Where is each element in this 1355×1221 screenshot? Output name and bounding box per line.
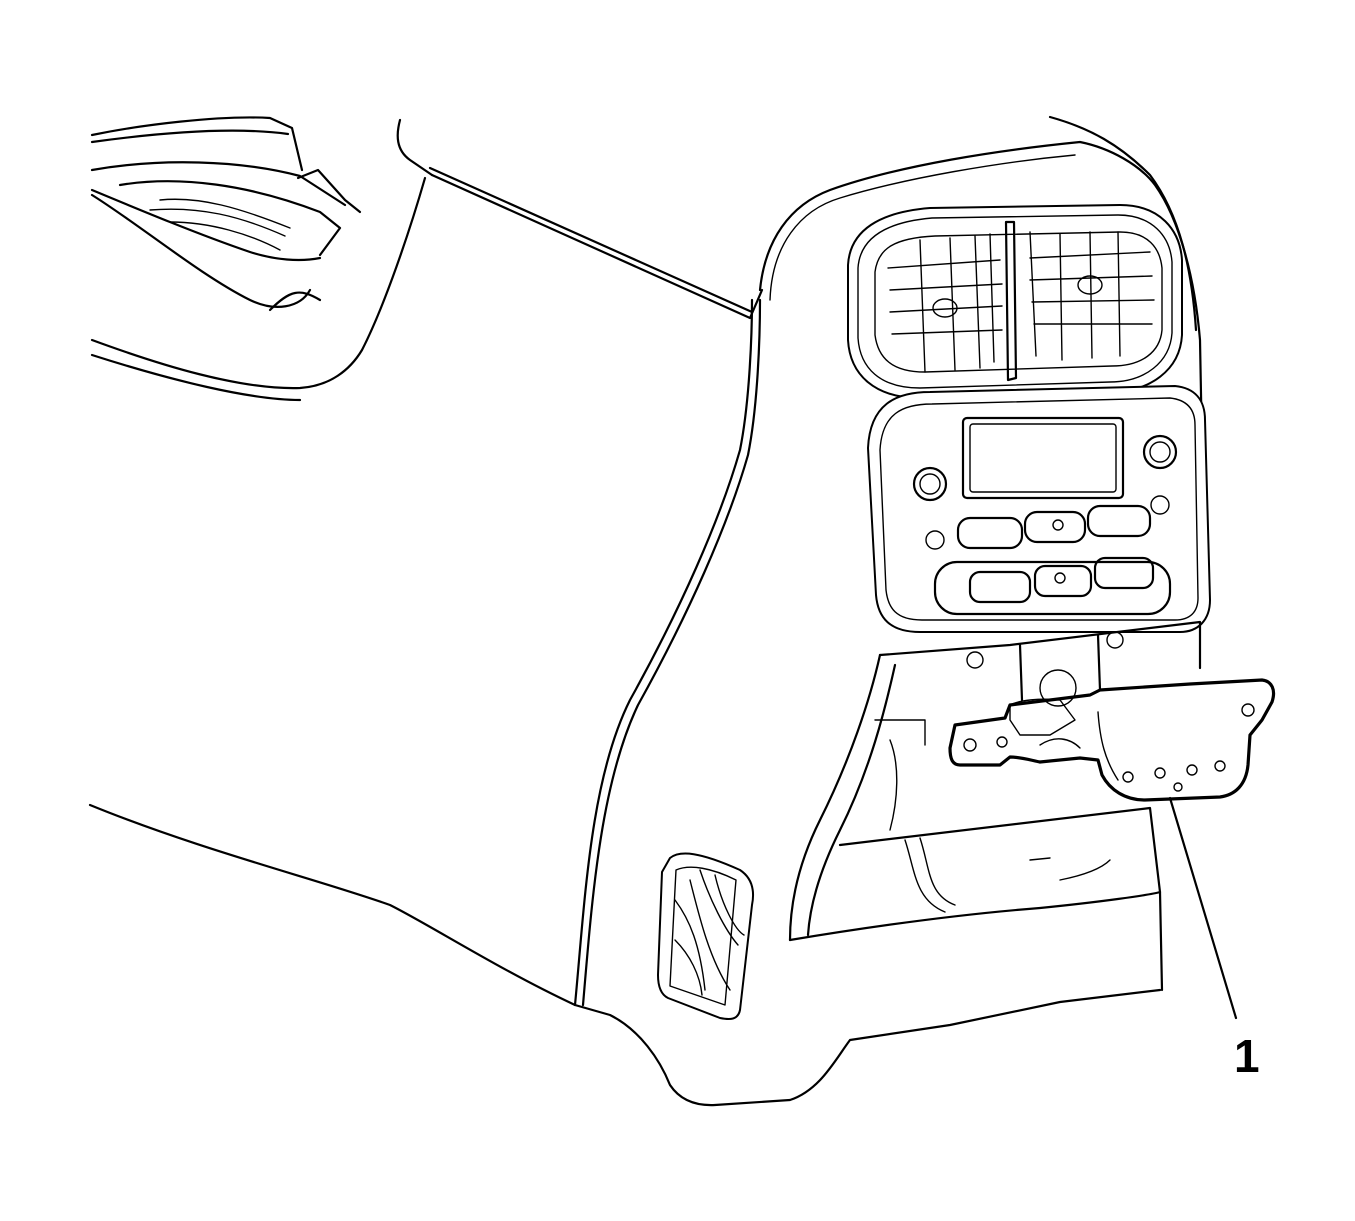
right-rotary-knob: [1142, 434, 1178, 470]
power-button: [1033, 564, 1093, 598]
left-fan-button: [968, 570, 1032, 604]
front-console-armrest: [90, 116, 434, 402]
lower-console-opening: [788, 620, 1202, 992]
lower-side-vent: [657, 852, 755, 1020]
callout-leader-1: [1168, 796, 1238, 1020]
left-rotary-knob: [912, 466, 948, 502]
callout-label-1: 1: [1234, 1030, 1260, 1082]
rear-air-vent-assembly: [847, 204, 1183, 399]
right-fan-button: [1093, 556, 1155, 590]
display-screen: [961, 416, 1125, 500]
rear-climate-control-head: [867, 385, 1211, 633]
console-side-panel: [88, 115, 1207, 1107]
mounting-bracket: [948, 678, 1276, 802]
